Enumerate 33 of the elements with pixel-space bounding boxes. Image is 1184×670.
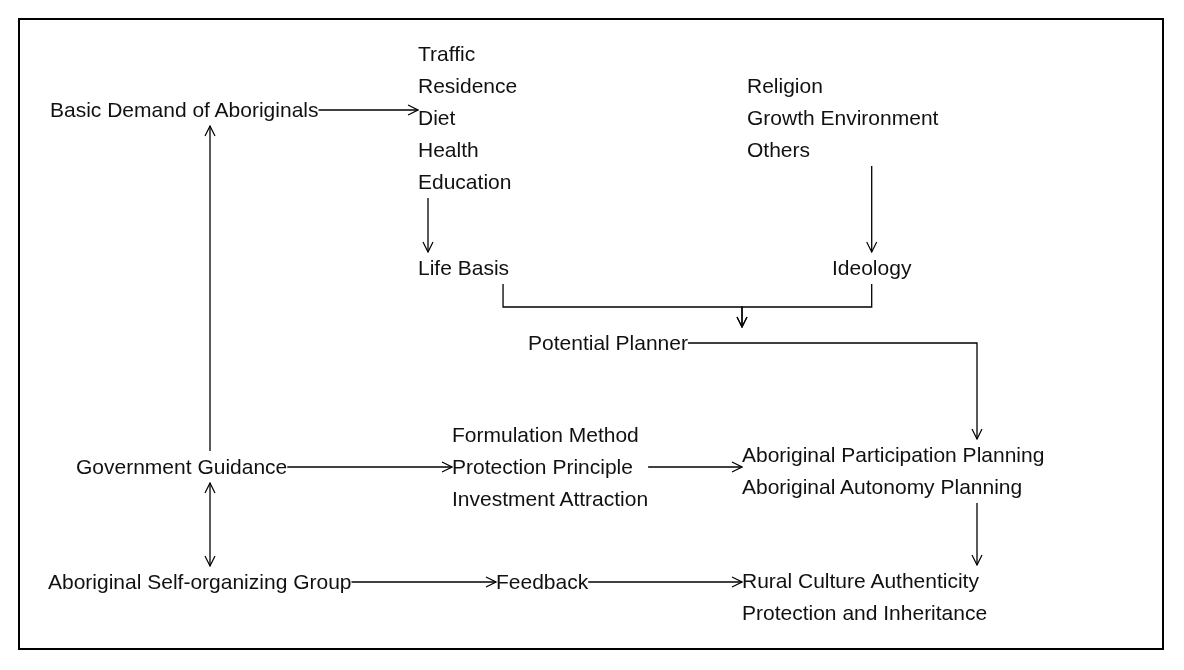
arrow bbox=[647, 461, 743, 473]
node-label: Government Guidance bbox=[76, 454, 288, 480]
node-label: Diet bbox=[418, 105, 457, 131]
arrow bbox=[866, 165, 878, 253]
node-label: Feedback bbox=[496, 569, 589, 595]
node-label: Education bbox=[418, 169, 513, 195]
node-label: Residence bbox=[418, 73, 518, 99]
arrow bbox=[687, 342, 983, 440]
arrow bbox=[317, 104, 419, 116]
node-label: Health bbox=[418, 137, 480, 163]
node-label: Traffic bbox=[418, 41, 477, 67]
node-label: Protection Principle bbox=[452, 454, 634, 480]
node-label: Others bbox=[747, 137, 812, 163]
arrow bbox=[204, 482, 216, 567]
node-label: Rural Culture Authenticity Protection and Inheritance bbox=[742, 568, 989, 626]
arrow bbox=[971, 502, 983, 566]
arrow bbox=[286, 461, 453, 473]
node-label: Life Basis bbox=[418, 255, 510, 281]
node-label: Aboriginal Autonomy Planning bbox=[742, 474, 1024, 500]
node-label: Investment Attraction bbox=[452, 486, 649, 512]
node-label: Basic Demand of Aboriginals bbox=[50, 97, 319, 123]
arrow bbox=[422, 197, 434, 253]
arrow bbox=[350, 576, 497, 588]
arrow bbox=[204, 125, 216, 452]
node-label: Growth Environment bbox=[747, 105, 939, 131]
node-label: Aboriginal Participation Planning bbox=[742, 442, 1045, 468]
arrow bbox=[736, 283, 873, 328]
node-label: Potential Planner bbox=[528, 330, 688, 356]
arrow bbox=[587, 576, 743, 588]
node-label: Religion bbox=[747, 73, 824, 99]
node-label: Ideology bbox=[832, 255, 912, 281]
node-label: Formulation Method bbox=[452, 422, 640, 448]
node-label: Aboriginal Self-organizing Group bbox=[48, 569, 352, 595]
